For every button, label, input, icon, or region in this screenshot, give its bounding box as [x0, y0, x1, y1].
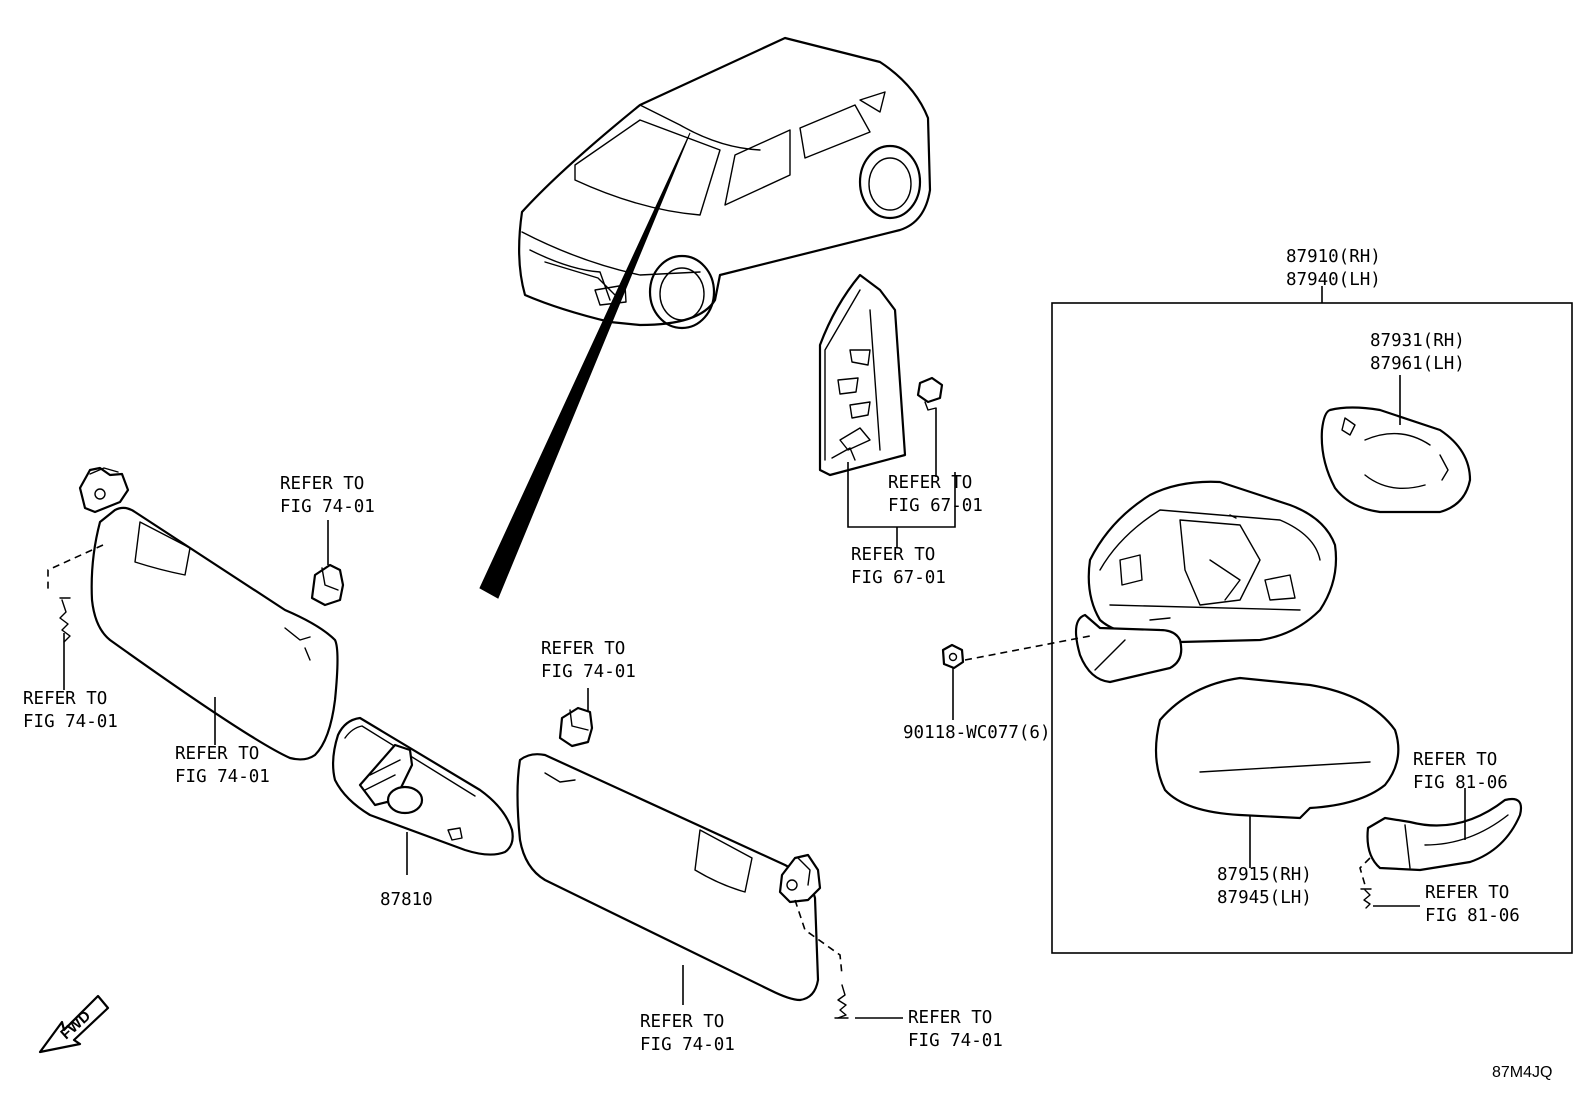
label-line: 87940(LH) [1286, 270, 1381, 290]
leader-lines [63, 286, 1466, 1019]
label-line: 87931(RH) [1370, 331, 1465, 351]
label-refer-sunvisor-left-clip: REFER TO FIG 74-01 [280, 474, 375, 517]
label-line: REFER TO [541, 639, 625, 659]
label-rear-view-mirror: 87810 [380, 890, 433, 910]
label-outer-mirror-assy: 87910(RH) 87940(LH) [1286, 247, 1381, 290]
label-line: REFER TO [1413, 750, 1497, 770]
screw-left-dashline [47, 544, 104, 590]
sun-visor-clip-right [558, 706, 594, 748]
label-line: FIG 74-01 [23, 712, 118, 732]
label-line: REFER TO [280, 474, 364, 494]
label-line: REFER TO [23, 689, 107, 709]
label-nut: 90118-WC077(6) [903, 723, 1051, 743]
screw-right-dashline [794, 899, 843, 976]
label-line: FIG 67-01 [851, 568, 946, 588]
label-line: REFER TO [888, 473, 972, 493]
outer-mirror-box [1051, 302, 1573, 954]
pillar-cover-clip [916, 376, 944, 411]
label-line: FIG 74-01 [280, 497, 375, 517]
label-refer-turn-screw: REFER TO FIG 81-06 [1425, 883, 1520, 926]
label-line: FIG 67-01 [888, 496, 983, 516]
nut-dashline [964, 635, 1091, 661]
mirror-cover [1154, 676, 1400, 820]
label-line: REFER TO [908, 1008, 992, 1028]
label-line: 87961(LH) [1370, 354, 1465, 374]
turn-screw-dashline [1359, 857, 1371, 886]
nut [941, 643, 965, 670]
label-refer-cover-clip: REFER TO FIG 67-01 [888, 473, 983, 516]
mirror-glass [1320, 406, 1472, 514]
label-line: FIG 74-01 [541, 662, 636, 682]
label-refer-cover: REFER TO FIG 67-01 [851, 545, 946, 588]
label-refer-screw-left: REFER TO FIG 74-01 [23, 689, 118, 732]
label-line: 87910(RH) [1286, 247, 1381, 267]
diagram-code: 87M4JQ [1492, 1064, 1552, 1081]
label-line: REFER TO [1425, 883, 1509, 903]
label-mirror-glass: 87931(RH) 87961(LH) [1370, 331, 1465, 374]
rear-view-mirror [331, 716, 514, 856]
label-refer-sunvisor-left: REFER TO FIG 74-01 [175, 744, 270, 787]
label-line: 87915(RH) [1217, 865, 1312, 885]
fwd-arrow-icon: FWD [38, 994, 110, 1054]
label-line: FIG 74-01 [175, 767, 270, 787]
vehicle-illustration [518, 36, 932, 330]
label-refer-turn-lamp: REFER TO FIG 81-06 [1413, 750, 1508, 793]
label-line: FIG 81-06 [1425, 906, 1520, 926]
sun-visor-clip-left [310, 563, 345, 607]
label-line: REFER TO [175, 744, 259, 764]
turn-signal-lamp [1366, 797, 1523, 872]
label-line: FIG 74-01 [908, 1031, 1003, 1051]
label-refer-sunvisor-right: REFER TO FIG 74-01 [640, 1012, 735, 1055]
label-line: FIG 74-01 [640, 1035, 735, 1055]
label-refer-screw-right: REFER TO FIG 74-01 [908, 1008, 1003, 1051]
pillar-cover [818, 273, 907, 477]
screw-right [834, 984, 849, 1019]
mirror-housing [1074, 480, 1338, 684]
label-line: REFER TO [640, 1012, 724, 1032]
pointer-wedge [479, 132, 691, 599]
label-refer-sunvisor-right-clip: REFER TO FIG 74-01 [541, 639, 636, 682]
screw-left [59, 597, 71, 643]
sun-visor-right [516, 753, 822, 1002]
label-mirror-cover: 87915(RH) 87945(LH) [1217, 865, 1312, 908]
sun-visor-left [78, 466, 339, 761]
label-line: FIG 81-06 [1413, 773, 1508, 793]
label-line: 87945(LH) [1217, 888, 1312, 908]
turn-signal-screw [1360, 888, 1372, 909]
label-line: REFER TO [851, 545, 935, 565]
